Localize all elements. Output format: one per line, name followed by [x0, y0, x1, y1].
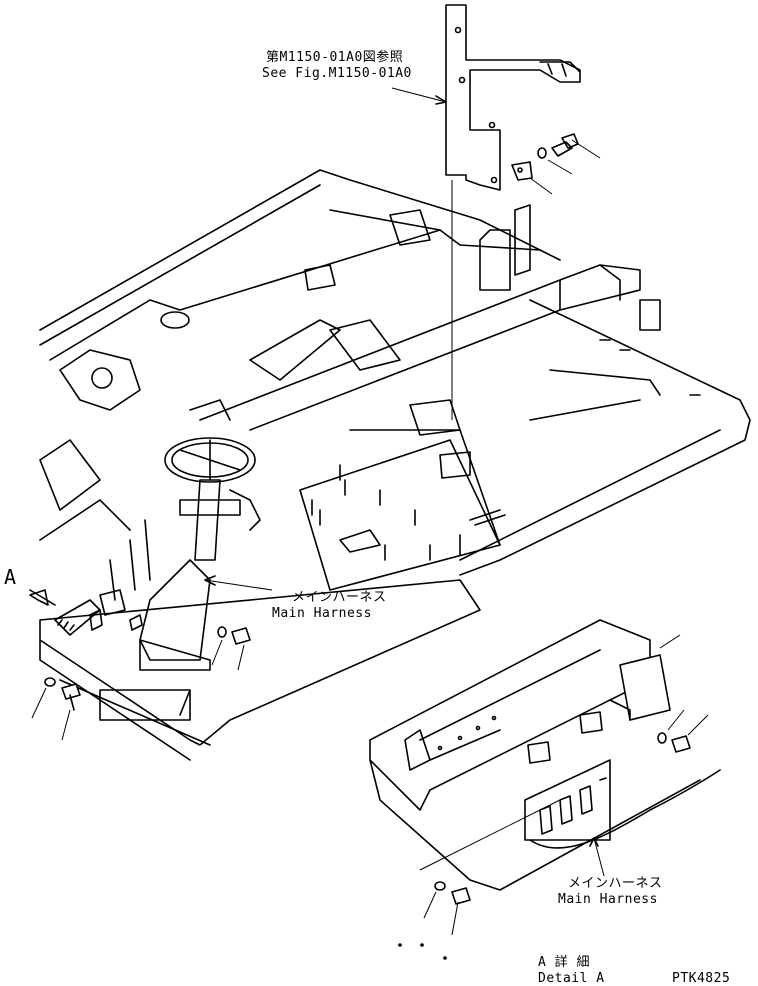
bracket-hardware	[451, 133, 601, 420]
reference-label-en: See Fig.M1150-01A0	[262, 66, 412, 81]
left-console	[54, 519, 151, 636]
detail-a-view	[369, 619, 721, 960]
detail-label-jp: A 詳 細	[538, 955, 590, 970]
harness-label-jp-1: メインハーネス	[292, 590, 387, 605]
harness-label-jp-2: メインハーネス	[568, 876, 663, 891]
harness-label-en-1: Main Harness	[272, 606, 372, 621]
harness-label-en-2: Main Harness	[558, 892, 658, 907]
detail-label-en: Detail A	[538, 971, 605, 986]
steering-column	[139, 399, 261, 671]
reference-label-jp: 第M1150-01A0図参照	[266, 50, 404, 65]
mounting-pins	[311, 464, 461, 561]
view-marker-a: A	[4, 565, 17, 589]
upper-bracket	[445, 4, 581, 191]
main-frame	[39, 169, 751, 761]
lower-left-bolts	[31, 626, 251, 741]
drawing-number: PTK4825	[672, 971, 731, 986]
